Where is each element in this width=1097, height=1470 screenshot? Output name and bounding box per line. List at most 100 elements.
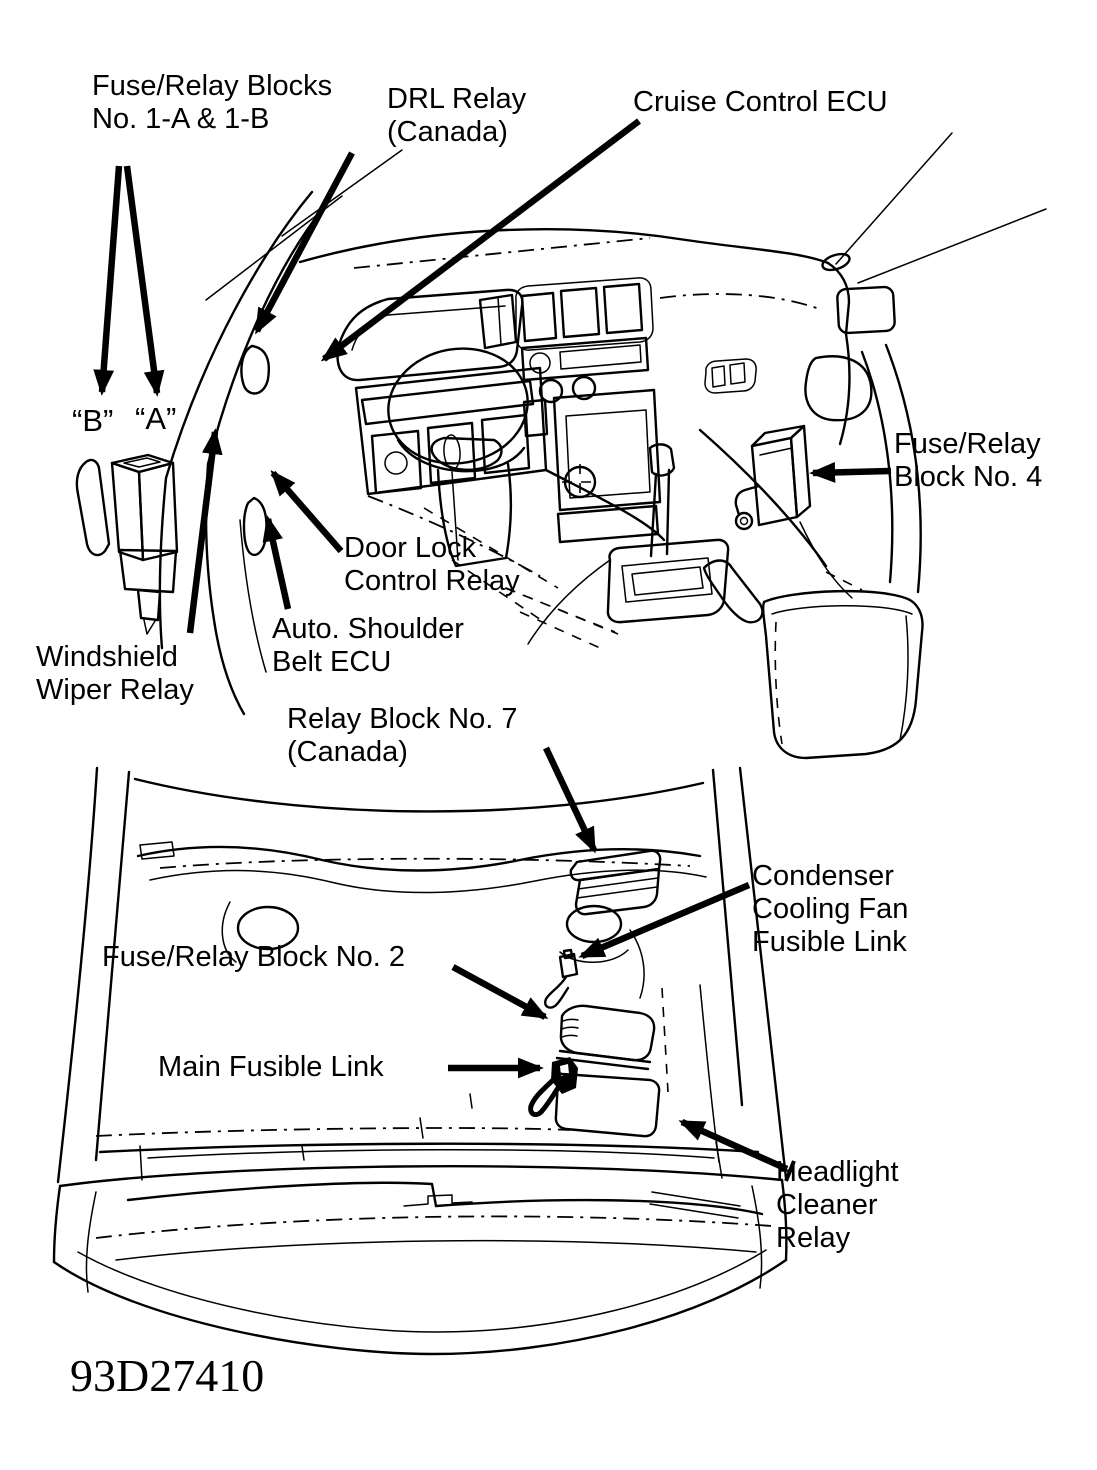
callout-line: Belt ECU <box>272 646 392 678</box>
block-a-side <box>137 461 179 562</box>
parking-brake-lever <box>702 559 764 624</box>
arrow-windshield-wiper-relay <box>186 428 223 634</box>
block4-front <box>750 436 799 527</box>
switch-knob <box>384 451 408 475</box>
block-a-tab <box>136 588 162 622</box>
callout-fuse-relay-block-4: Fuse/Relay Block No. 4 <box>894 428 1042 494</box>
callout-line: Relay <box>776 1222 851 1254</box>
callout-line: No. 1-A & 1-B <box>92 103 270 135</box>
stack-knob-2 <box>571 375 597 401</box>
bumper-mid-line <box>115 1239 757 1261</box>
steering-wheel-rim <box>387 347 529 465</box>
rb7-stripes <box>576 877 659 899</box>
cond-link-wire <box>544 975 570 1009</box>
shifter-stem <box>649 468 671 558</box>
glovebox-handle <box>704 358 757 394</box>
armrest-front-edge <box>774 621 783 745</box>
passenger-dash-lower <box>838 332 851 446</box>
b2-stripes <box>561 1018 579 1038</box>
callout-arrows <box>93 118 892 1182</box>
inner-fender-dashed <box>661 987 669 1093</box>
b2-bottom-edges <box>555 1049 652 1071</box>
callout-line: (Canada) <box>287 736 408 768</box>
callout-main-fusible-link: Main Fusible Link <box>158 1051 384 1084</box>
steering-column-line <box>451 471 459 561</box>
callout-drl-relay: DRL Relay (Canada) <box>387 83 526 149</box>
callout-fuse-relay-blocks-1ab: Fuse/Relay Blocks No. 1-A & 1-B <box>92 70 332 136</box>
arrow-to-block-a <box>123 165 165 397</box>
callout-relay-block-7: Relay Block No. 7 (Canada) <box>287 703 518 769</box>
heater-panel-inner <box>565 409 651 499</box>
cluster-vent-slot <box>478 293 518 350</box>
callout-line: Main Fusible Link <box>158 1051 384 1083</box>
console-left-edge <box>527 559 611 645</box>
dash-face-centerline <box>659 293 823 311</box>
block-a-feet <box>143 619 156 635</box>
engine-compartment-illustration <box>52 766 788 1356</box>
callout-line: Cooling Fan <box>752 893 909 925</box>
support-inner <box>139 1141 723 1181</box>
left-fender-outer <box>56 766 99 1184</box>
callout-line: Relay Block No. 7 <box>287 703 518 735</box>
right-fender-inner <box>711 768 744 1107</box>
mfl-wire <box>528 1077 561 1118</box>
arrow-to-block-b <box>93 165 123 396</box>
fuse-relay-blocks-1ab-component <box>75 453 179 635</box>
windshield-base-curve <box>298 228 830 265</box>
passenger-vent <box>836 285 896 335</box>
callout-line: Fuse/Relay <box>894 428 1041 460</box>
armrest-box <box>761 589 924 760</box>
arrow-cruise-control-ecu <box>320 118 641 362</box>
cluster-vent-divider <box>497 296 502 346</box>
arrow-relay-block-7 <box>543 746 597 854</box>
callout-line: “B” <box>72 403 114 438</box>
radio-knob <box>529 352 551 374</box>
block-a-socket <box>123 457 161 468</box>
cond-link-box <box>558 948 579 979</box>
callout-auto-shoulder-belt-ecu: Auto. Shoulder Belt ECU <box>272 613 464 679</box>
bay-tick-marks <box>301 1093 473 1161</box>
bumper-corner-right <box>780 1178 788 1262</box>
dash-lower-sweep <box>698 428 828 568</box>
right-fender-outer <box>738 766 788 1180</box>
block4-top <box>750 424 806 448</box>
fuse-relay-block-4-component <box>734 424 853 599</box>
cowl-wavy-line-1 <box>136 845 702 872</box>
callout-line: Cruise Control ECU <box>633 86 888 118</box>
bumper-corner-left-2 <box>85 1191 97 1293</box>
callout-cruise-control-ecu: Cruise Control ECU <box>633 86 888 119</box>
cowl-bracket <box>139 841 175 860</box>
tray-box <box>554 1072 661 1138</box>
arrow-fuse-relay-block-2 <box>451 964 549 1020</box>
lower-dash-edge <box>367 495 541 577</box>
block4-strap <box>734 484 761 517</box>
left-fender-inner <box>94 770 131 1162</box>
dashboard-illustration <box>75 132 1047 760</box>
cowl-top-curve <box>133 777 705 813</box>
radio-inner <box>559 344 642 370</box>
rb7-body <box>574 867 661 916</box>
cowl-wavy-line-2 <box>149 869 707 894</box>
block-a-lower <box>118 548 178 594</box>
switch-rect-1 <box>370 429 423 495</box>
callout-condenser-cooling-fan-fusible-link: Condenser Cooling Fan Fusible Link <box>752 860 908 959</box>
relay-block-7-component <box>569 849 662 916</box>
steering-hub <box>430 436 503 472</box>
shift-gate-inner <box>621 557 713 603</box>
callout-line: Condenser <box>752 860 894 892</box>
cluster-brow <box>336 288 524 382</box>
callout-line: Fuse/Relay Block No. 2 <box>102 941 406 973</box>
dash-right-corner <box>826 261 851 336</box>
dash-end-relay-blob <box>240 344 270 395</box>
block4-ridge <box>759 447 793 456</box>
arrow-drl-relay <box>254 151 355 335</box>
block4-ring-hole <box>739 516 749 526</box>
callout-line: Block No. 4 <box>894 461 1043 493</box>
callout-headlight-cleaner-relay: Headlight Cleaner Relay <box>776 1156 899 1255</box>
bumper-corner-left <box>52 1184 62 1264</box>
license-notch <box>403 1194 473 1207</box>
steering-wheel-lower-arc <box>396 438 526 473</box>
strut-left-arc <box>221 901 237 963</box>
armrest-top-line <box>771 604 913 615</box>
